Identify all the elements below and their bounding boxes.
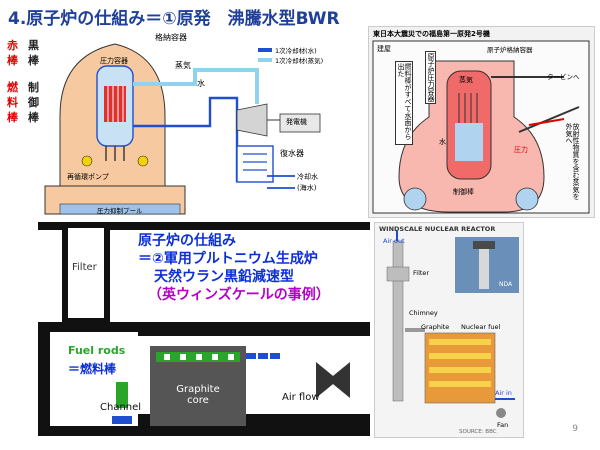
duct-top: [38, 322, 138, 332]
small-nuclear-fuel-label: Nuclear fuel: [461, 323, 501, 331]
fukushima-steam-label: 蒸気: [459, 76, 473, 84]
channel-marker: [112, 416, 132, 424]
windscale-heading: 原子炉の仕組み ＝②軍用プルトニウム生成炉 天然ウラン黒鉛減速型 （英ウィンズケ…: [138, 232, 330, 304]
suppression-pool-label: 圧力抑制プール: [97, 207, 143, 215]
fan-icon: [496, 408, 506, 418]
duct-upper: [138, 322, 370, 336]
left-wall: [38, 332, 50, 426]
fuel-core: [104, 86, 126, 122]
suppression-torus-right: [515, 187, 539, 211]
air-out-label: Air out: [383, 237, 405, 245]
small-diagram-drawing: [386, 231, 519, 418]
windscale-drawing: [38, 222, 370, 436]
steam-label: 蒸気: [175, 61, 191, 70]
fuel-rods-jp-label: ＝燃料棒: [68, 362, 117, 376]
filter-house: [386, 266, 410, 282]
small-chimney-label: Chimney: [409, 309, 438, 317]
fukushima-diagram: 東日本大震災での福島第一原発2号機 建屋 原子炉格納容器 原子炉圧力容器 燃料棒…: [368, 26, 595, 218]
generator-label: 発電機: [286, 118, 307, 126]
seawater-pipes: [267, 175, 295, 189]
top-bar: [38, 222, 370, 230]
release-arrow: [528, 118, 565, 126]
label-row-3: 料御: [7, 96, 39, 109]
legend-water-swatch: [258, 48, 272, 52]
condenser-label: 復水器: [280, 149, 304, 158]
filter-label: Filter: [72, 262, 97, 273]
small-air-in-label: Air in: [495, 389, 512, 397]
fuel-entry-arrow: [246, 353, 256, 359]
fukushima-water-label: 水: [439, 138, 446, 146]
suppression-pool-water: [59, 203, 181, 215]
page-number: 9: [572, 424, 578, 434]
seawater-label: (海水): [297, 184, 317, 192]
vent-pipe: [518, 106, 580, 133]
turbine-label: タービンへ: [547, 73, 580, 81]
heading-line2: ＝②軍用プルトニウム生成炉: [138, 251, 318, 267]
windscale-schematic: Filter Fuel rods Fuel rods ＝燃料棒 Channel …: [38, 222, 370, 436]
small-nda-label: NDA: [499, 281, 513, 288]
recirc-pump-right: [137, 155, 149, 167]
slide-title: 4.原子炉の仕組み＝①原発 沸騰水型BWR: [8, 9, 340, 29]
label-row-0: 赤黒: [7, 39, 39, 52]
small-fan-label: Fan: [497, 421, 509, 429]
air-flow-label: Air flow: [282, 392, 320, 403]
graphite-core-label: Graphite core: [176, 384, 220, 406]
fukushima-pressure-label: 圧力: [514, 146, 528, 154]
label-row-2: 燃制: [7, 81, 39, 94]
heading-line4: （英ウィンズケールの事例）: [148, 287, 330, 303]
recirc-pump-label: 再循環ポンプ: [67, 173, 109, 181]
channel-rod: [116, 382, 128, 408]
fan-blade-bottom: [328, 362, 350, 398]
containment-vessel-label: 原子炉格納容器: [487, 46, 533, 54]
heading-line3: 天然ウラン黒鉛減速型: [154, 269, 294, 285]
fuel-rods-label: Fuel rods: [163, 336, 210, 346]
fukushima-header: 東日本大震災での福島第一原発2号機: [373, 30, 490, 38]
water-label: 水: [197, 79, 205, 88]
suppression-torus-left: [403, 187, 427, 211]
windscale-small-diagram: WINDSCALE NUCLEAR REACTOR Air out Filter…: [374, 222, 524, 438]
legend-steam-swatch: [258, 58, 272, 62]
legend-primary-water: 1次冷却材(水): [275, 47, 317, 55]
channel-label: Channel: [100, 402, 142, 413]
steam-pipe: [133, 68, 259, 104]
fuel-rod-note: 燃料棒がすべて水面から出た: [395, 61, 413, 145]
small-filter-label: Filter: [413, 269, 430, 277]
label-row-4: 棒棒: [7, 111, 39, 124]
containment-label: 格納容器: [155, 33, 187, 42]
water-level: [455, 123, 483, 161]
legend-primary-steam: 1次冷却材(蒸気): [275, 57, 324, 65]
chimney-stack: [392, 240, 404, 402]
bwr-drawing: [44, 43, 321, 215]
control-rod-label: 制御棒: [453, 188, 474, 196]
pressure-vessel-vertical-label: 原子炉圧力容器: [425, 51, 436, 104]
small-source-label: SOURCE: BBC: [459, 429, 497, 435]
pressure-vessel-label: 圧力容器: [100, 57, 128, 65]
recirc-pump-left: [81, 155, 93, 167]
small-graphite-label: Graphite: [421, 323, 450, 331]
heading-line1: 原子炉の仕組み: [138, 233, 236, 249]
fan-blade-top: [316, 362, 338, 398]
generator-box: [279, 113, 321, 133]
release-note: 放射性物質を含む蒸気を外気へ: [565, 123, 580, 200]
fuel-rods-green-label: Fuel rods: [68, 344, 126, 357]
turbine: [236, 103, 268, 137]
building-label: 建屋: [377, 45, 391, 53]
label-row-1: 棒棒: [7, 54, 39, 67]
bwr-left-labels: 赤黒 棒棒 燃制 料御 棒棒: [7, 38, 39, 125]
small-diagram-header: WINDSCALE NUCLEAR REACTOR: [379, 225, 496, 233]
bwr-diagram: 赤黒 棒棒 燃制 料御 棒棒 格納容器 圧力容器 蒸気 水 1次冷却材(水) 1…: [5, 26, 365, 221]
coolant-label: 冷却水: [297, 173, 318, 181]
